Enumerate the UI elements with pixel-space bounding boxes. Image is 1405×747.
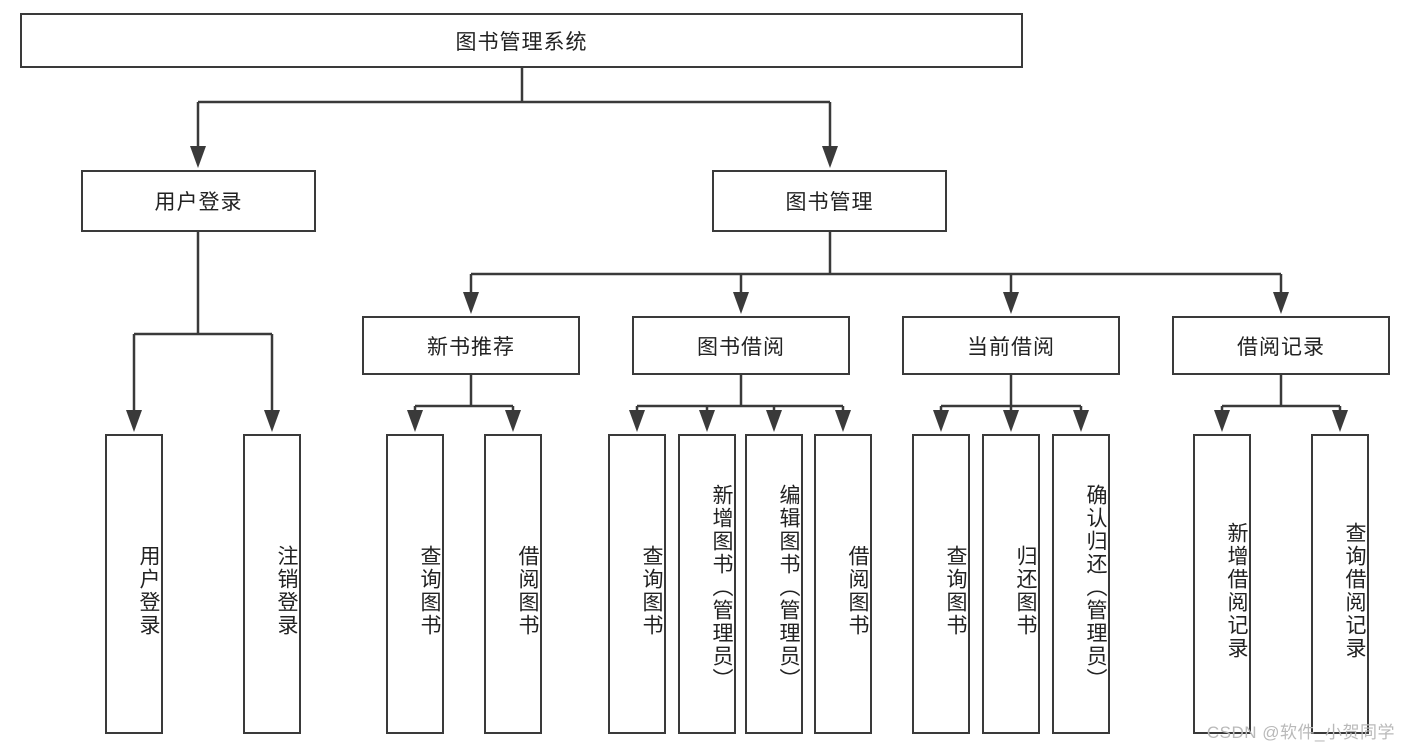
arrowhead-current-borrow-child-1 [933,410,949,432]
node-borrow-records[interactable]: 借阅记录 [1172,316,1390,375]
node-new-book-recommendation[interactable]: 新书推荐 [362,316,580,375]
leaf-borrow-records-query[interactable]: 查询借阅记录 [1311,434,1369,734]
leaf-new-books-borrow[interactable]: 借阅图书 [484,434,542,734]
arrowhead-new-books-child-1 [407,410,423,432]
arrowhead-book-borrow [733,292,749,314]
node-root-system[interactable]: 图书管理系统 [20,13,1023,68]
arrowhead-current-borrow [1003,292,1019,314]
node-book-borrow[interactable]: 图书借阅 [632,316,850,375]
arrowhead-book-mgmt [822,146,838,168]
arrowhead-borrow-records-child-2 [1332,410,1348,432]
leaf-current-borrow-query[interactable]: 查询图书 [912,434,970,734]
node-user-login[interactable]: 用户登录 [81,170,316,232]
arrowhead-book-borrow-child-4 [835,410,851,432]
leaf-current-borrow-return[interactable]: 归还图书 [982,434,1040,734]
arrowhead-current-borrow-child-2 [1003,410,1019,432]
leaf-current-borrow-confirm-return[interactable]: 确认归还（管理员） [1052,434,1110,734]
leaf-book-borrow-edit[interactable]: 编辑图书（管理员） [745,434,803,734]
leaf-book-borrow-borrow[interactable]: 借阅图书 [814,434,872,734]
leaf-book-borrow-query[interactable]: 查询图书 [608,434,666,734]
watermark: CSDN @软件_小贺同学 [1206,723,1395,742]
arrowhead-new-books-child-2 [505,410,521,432]
leaf-borrow-records-add[interactable]: 新增借阅记录 [1193,434,1251,734]
arrowhead-current-borrow-child-3 [1073,410,1089,432]
leaf-user-login-signin[interactable]: 用户登录 [105,434,163,734]
arrowhead-user-login-child-1 [126,410,142,432]
leaf-book-borrow-add[interactable]: 新增图书（管理员） [678,434,736,734]
arrowhead-user-login-child-2 [264,410,280,432]
arrowhead-new-books [463,292,479,314]
leaf-user-login-signout[interactable]: 注销登录 [243,434,301,734]
arrowhead-book-borrow-child-3 [766,410,782,432]
arrowhead-book-borrow-child-2 [699,410,715,432]
node-book-management[interactable]: 图书管理 [712,170,947,232]
leaf-new-books-query[interactable]: 查询图书 [386,434,444,734]
arrowhead-user-login [190,146,206,168]
arrowhead-borrow-records [1273,292,1289,314]
arrowhead-borrow-records-child-1 [1214,410,1230,432]
node-current-borrow[interactable]: 当前借阅 [902,316,1120,375]
arrowhead-book-borrow-child-1 [629,410,645,432]
